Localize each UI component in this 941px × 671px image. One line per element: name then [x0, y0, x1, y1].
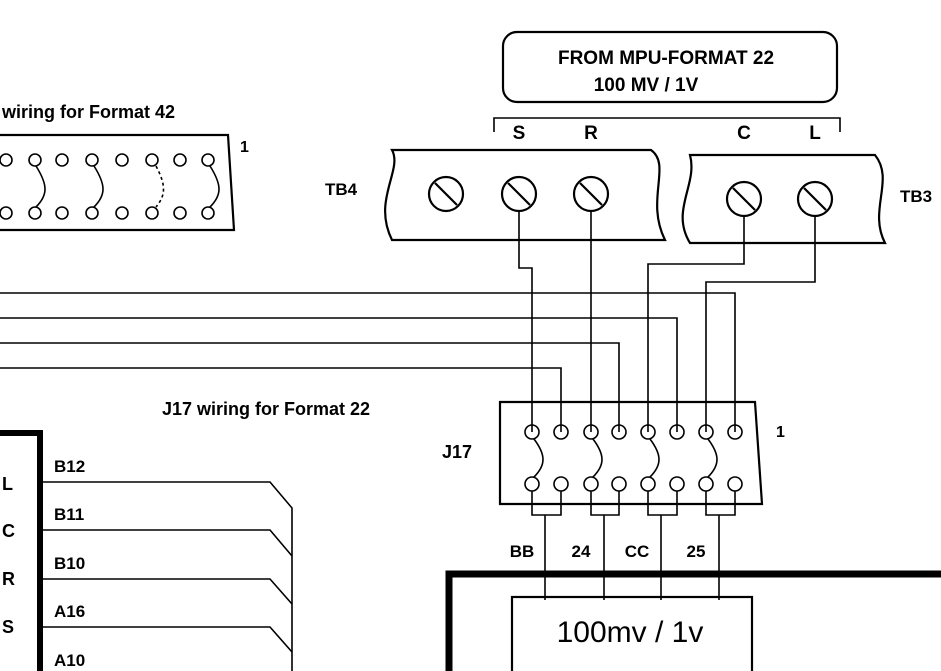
tb3-screw-c — [725, 180, 763, 218]
tb4-screw-1 — [427, 175, 465, 213]
output-box — [510, 595, 754, 671]
output-frame — [445, 570, 941, 671]
terminal-letter-s: S — [513, 123, 526, 144]
tb3-label: TB3 — [900, 187, 932, 206]
output-box-label: 100mv / 1v — [557, 616, 704, 649]
j17-label: J17 — [442, 442, 472, 462]
terminal-letter-r: R — [584, 123, 598, 144]
j17-pin-number: 1 — [776, 424, 785, 441]
wire-label-cc: CC — [625, 542, 650, 561]
tb4-screw-s — [500, 175, 538, 213]
tb4-block — [384, 148, 667, 242]
source-box-line1: FROM MPU-FORMAT 22 — [558, 48, 774, 69]
left-pin-b11: B11 — [54, 505, 84, 524]
j17-pins — [524, 424, 743, 492]
left-pin-b10: B10 — [54, 554, 85, 573]
wire-label-24: 24 — [572, 542, 591, 561]
left-pin-wires — [42, 481, 293, 671]
terminal-letter-l: L — [809, 123, 821, 144]
source-box — [501, 30, 839, 104]
format42-pin-number: 1 — [240, 139, 249, 156]
tb3-screw-l — [796, 180, 834, 218]
left-pin-a10: A10 — [54, 651, 85, 670]
terminal-bracket — [493, 117, 841, 132]
j17-output-jumpers — [531, 491, 736, 600]
format42-label: wiring for Format 42 — [1, 102, 175, 122]
left-pin-a16: A16 — [54, 602, 85, 621]
left-letter-s: S — [2, 617, 14, 637]
j17-connector — [498, 400, 764, 506]
terminal-wires — [518, 211, 816, 432]
wire-label-bb: BB — [510, 542, 535, 561]
left-pin-b12: B12 — [54, 457, 85, 476]
left-letter-c: C — [2, 521, 15, 541]
tb4-label: TB4 — [325, 180, 358, 199]
terminal-letter-c: C — [737, 123, 751, 144]
left-letter-r: R — [2, 569, 15, 589]
wire-label-25: 25 — [687, 542, 706, 561]
source-box-line2: 100 MV / 1V — [594, 75, 699, 96]
tb3-block — [681, 153, 887, 245]
tb4-screw-r — [572, 175, 610, 213]
left-block — [0, 430, 43, 671]
format42-connector — [0, 133, 236, 232]
format42-pins — [0, 153, 220, 220]
left-letter-l: L — [2, 474, 13, 494]
format22-label: J17 wiring for Format 22 — [162, 399, 370, 419]
